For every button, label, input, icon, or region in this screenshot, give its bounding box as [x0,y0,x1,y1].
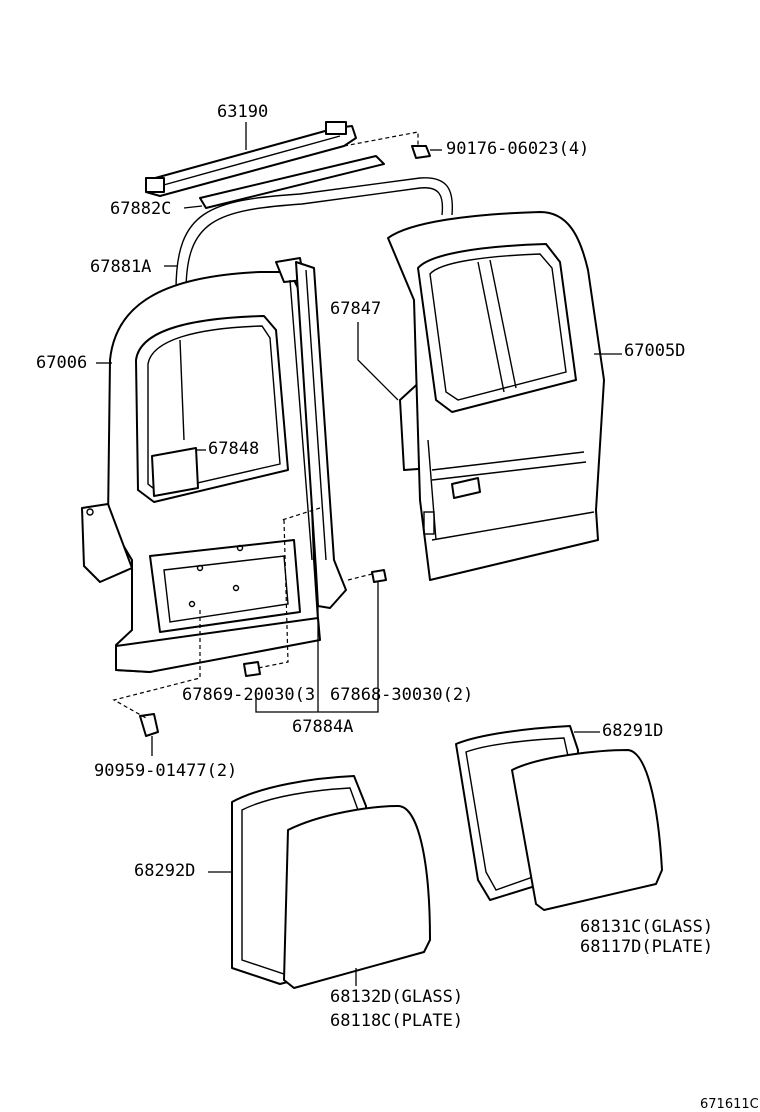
label-68132d: 68132D(GLASS) [330,987,463,1007]
label-90959: 90959-01477(2) [94,761,237,781]
roof-rail-63190 [145,121,357,197]
label-67006: 67006 [36,353,87,373]
label-67884a: 67884A [292,717,353,737]
pillar-garnish-67884a [295,261,347,609]
clip-90176 [411,145,431,159]
label-68291d: 68291D [602,721,663,741]
label-68292d: 68292D [134,861,195,881]
inner-panel-67848 [151,447,199,497]
label-68131c: 68131C(GLASS) [580,917,713,937]
back-door-left-67006 [81,257,321,673]
back-door-right-67005d [387,211,605,581]
fastener-67868 [371,569,387,583]
clip-90959 [139,713,159,737]
label-90176: 90176-06023(4) [446,139,589,159]
label-68118c: 68118C(PLATE) [330,1011,463,1031]
label-63190: 63190 [217,102,268,122]
label-67881a: 67881A [90,257,151,277]
label-67882c: 67882C [110,199,171,219]
fastener-67869 [243,661,261,677]
weatherstrip-67881a [175,177,454,293]
label-67868: 67868-30030(2) [330,685,473,705]
label-67847: 67847 [330,299,381,319]
diagram-reference: 671611C [700,1097,759,1112]
label-67005d: 67005D [624,341,685,361]
glass-68131c [511,749,663,911]
label-67869: 67869-20030(3 [182,685,315,705]
label-68117d: 68117D(PLATE) [580,937,713,957]
label-67848: 67848 [208,439,259,459]
glass-68132d [283,805,431,989]
weatherstrip-67882c [199,155,385,209]
